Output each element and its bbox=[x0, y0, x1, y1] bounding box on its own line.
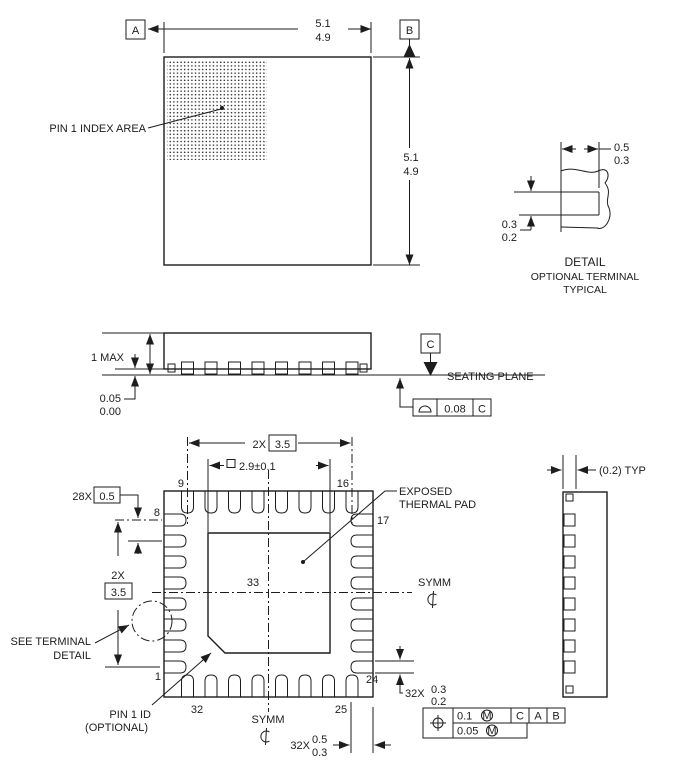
pin16-number: 16 bbox=[337, 478, 349, 490]
mmc-modifier1: M bbox=[482, 710, 491, 722]
left-span-count: 2X bbox=[111, 570, 125, 582]
dim-body-height: 1 MAX bbox=[91, 352, 125, 364]
detail-width-max: 0.5 bbox=[614, 142, 629, 154]
datum-c-label: C bbox=[427, 339, 435, 351]
datum-c-triangle bbox=[423, 362, 438, 376]
thermal-pad-number: 33 bbox=[247, 577, 259, 589]
detail-title: DETAIL bbox=[564, 255, 605, 269]
terminal-length-count: 32X bbox=[290, 740, 310, 752]
fcf-datum: C bbox=[478, 404, 486, 416]
dim-width-min: 4.9 bbox=[315, 32, 330, 44]
pad-clearance-dimension: (0.2) TYP bbox=[547, 455, 646, 489]
dim-height-min: 4.9 bbox=[403, 166, 418, 178]
dim-width-max: 5.1 bbox=[315, 18, 330, 30]
pad-size-dimension: 2.9±0.1 bbox=[207, 459, 331, 532]
position-datum3: B bbox=[552, 711, 559, 723]
pin25-number: 25 bbox=[335, 704, 347, 716]
datum-b-arrow bbox=[403, 44, 416, 57]
side-view: 1 MAX 0.05 0.00 C SEATING PLANE 0.08 C bbox=[91, 332, 545, 418]
thermal-pad-outline bbox=[207, 532, 331, 654]
position-datum1: C bbox=[516, 711, 524, 723]
symm-right-label: SYMM bbox=[418, 577, 451, 589]
top-view: PIN 1 INDEX AREA 5.1 4.9 A B 5.1 4.9 bbox=[49, 18, 420, 266]
position-symbol-icon bbox=[430, 715, 446, 731]
terminal-detail-view: 0.5 0.3 0.3 0.2 DETAIL OPTIONAL TERMINAL… bbox=[502, 142, 640, 296]
end-body-outline bbox=[562, 491, 608, 698]
datum-a-label: A bbox=[132, 25, 140, 37]
detail-caption-line2: OPTIONAL TERMINAL bbox=[531, 271, 640, 283]
position-datum2: A bbox=[534, 711, 542, 723]
position-tolerance2: 0.05 bbox=[457, 726, 478, 738]
terminal-length-max: 0.5 bbox=[312, 734, 327, 746]
break-outline bbox=[560, 168, 611, 229]
end-view: (0.2) TYP bbox=[547, 455, 646, 698]
top-span-count: 2X bbox=[253, 439, 267, 451]
datum-b-label: B bbox=[406, 25, 413, 37]
bottom-view: 33 2X 3.5 2.9±0.1 9 16 17 24 32 25 8 1 2… bbox=[11, 434, 566, 759]
terminal-width-count: 32X bbox=[405, 688, 425, 700]
leader-dot bbox=[220, 106, 224, 110]
exposed-pad-line2: THERMAL PAD bbox=[399, 499, 476, 511]
seating-plane-label: SEATING PLANE bbox=[447, 371, 534, 383]
clearance-value: (0.2) TYP bbox=[599, 465, 646, 477]
see-detail-line2: DETAIL bbox=[53, 650, 91, 662]
fcf-tolerance: 0.08 bbox=[444, 404, 465, 416]
detail-width-min: 0.3 bbox=[614, 155, 629, 167]
terminal-length-min: 0.3 bbox=[312, 747, 327, 759]
detail-thickness-max: 0.3 bbox=[502, 219, 517, 231]
datum-a-box bbox=[125, 19, 146, 40]
terminal-width-min: 0.2 bbox=[431, 696, 446, 708]
side-body-outline bbox=[163, 332, 372, 370]
pin1-id-line2: (OPTIONAL) bbox=[85, 722, 148, 734]
position-tolerance1: 0.1 bbox=[457, 711, 472, 723]
pin1-id-line1: PIN 1 ID bbox=[109, 709, 151, 721]
top-height-dimension: 5.1 4.9 bbox=[373, 39, 420, 266]
pin9-number: 9 bbox=[178, 478, 184, 490]
pitch-count: 28X bbox=[72, 491, 92, 503]
detail-callout-circle bbox=[131, 600, 173, 642]
pin32-number: 32 bbox=[191, 704, 203, 716]
left-span-value: 3.5 bbox=[111, 587, 126, 599]
top-span-value: 3.5 bbox=[275, 439, 290, 451]
top-span-dimension: 2X 3.5 bbox=[189, 434, 351, 452]
exposed-pad-line1: EXPOSED bbox=[399, 486, 452, 498]
pin1-number: 1 bbox=[155, 671, 161, 683]
pitch-dimension: 28X 0.5 bbox=[72, 486, 162, 554]
pin17-number: 17 bbox=[377, 515, 389, 527]
pin24-number: 24 bbox=[366, 674, 378, 686]
dim-standoff-min: 0.00 bbox=[100, 406, 121, 418]
square-symbol-icon bbox=[226, 459, 236, 468]
side-terminals bbox=[167, 361, 368, 375]
bottom-body-outline bbox=[163, 490, 374, 698]
left-span-dimension: 2X 3.5 bbox=[104, 522, 160, 668]
profile-of-surface-icon bbox=[418, 405, 432, 413]
see-detail-line1: SEE TERMINAL bbox=[11, 636, 92, 648]
flatness-fcf: 0.08 C bbox=[396, 378, 492, 417]
terminal-length-dimension: 32X 0.5 0.3 bbox=[290, 702, 391, 759]
terminal-pads bbox=[164, 491, 373, 697]
symm-bottom-label: SYMM bbox=[252, 714, 285, 726]
pin1-index-area-label: PIN 1 INDEX AREA bbox=[49, 123, 146, 135]
position-fcf: 0.1 M C A B 0.05 M bbox=[422, 707, 566, 739]
top-width-dimension: 5.1 4.9 bbox=[148, 18, 372, 53]
pin8-number: 8 bbox=[154, 507, 160, 519]
detail-thickness-min: 0.2 bbox=[502, 232, 517, 244]
pad-size-value: 2.9±0.1 bbox=[239, 461, 276, 473]
package-body-outline bbox=[163, 56, 372, 266]
terminal-width-dimension: 32X 0.3 0.2 bbox=[375, 646, 446, 708]
dim-standoff-max: 0.05 bbox=[100, 393, 121, 405]
terminal-width-max: 0.3 bbox=[431, 684, 446, 696]
pitch-value: 0.5 bbox=[99, 491, 114, 503]
mmc-modifier2: M bbox=[487, 725, 496, 737]
end-view-pads bbox=[563, 493, 576, 694]
dim-height-max: 5.1 bbox=[403, 152, 418, 164]
detail-caption-line3: TYPICAL bbox=[563, 284, 607, 296]
